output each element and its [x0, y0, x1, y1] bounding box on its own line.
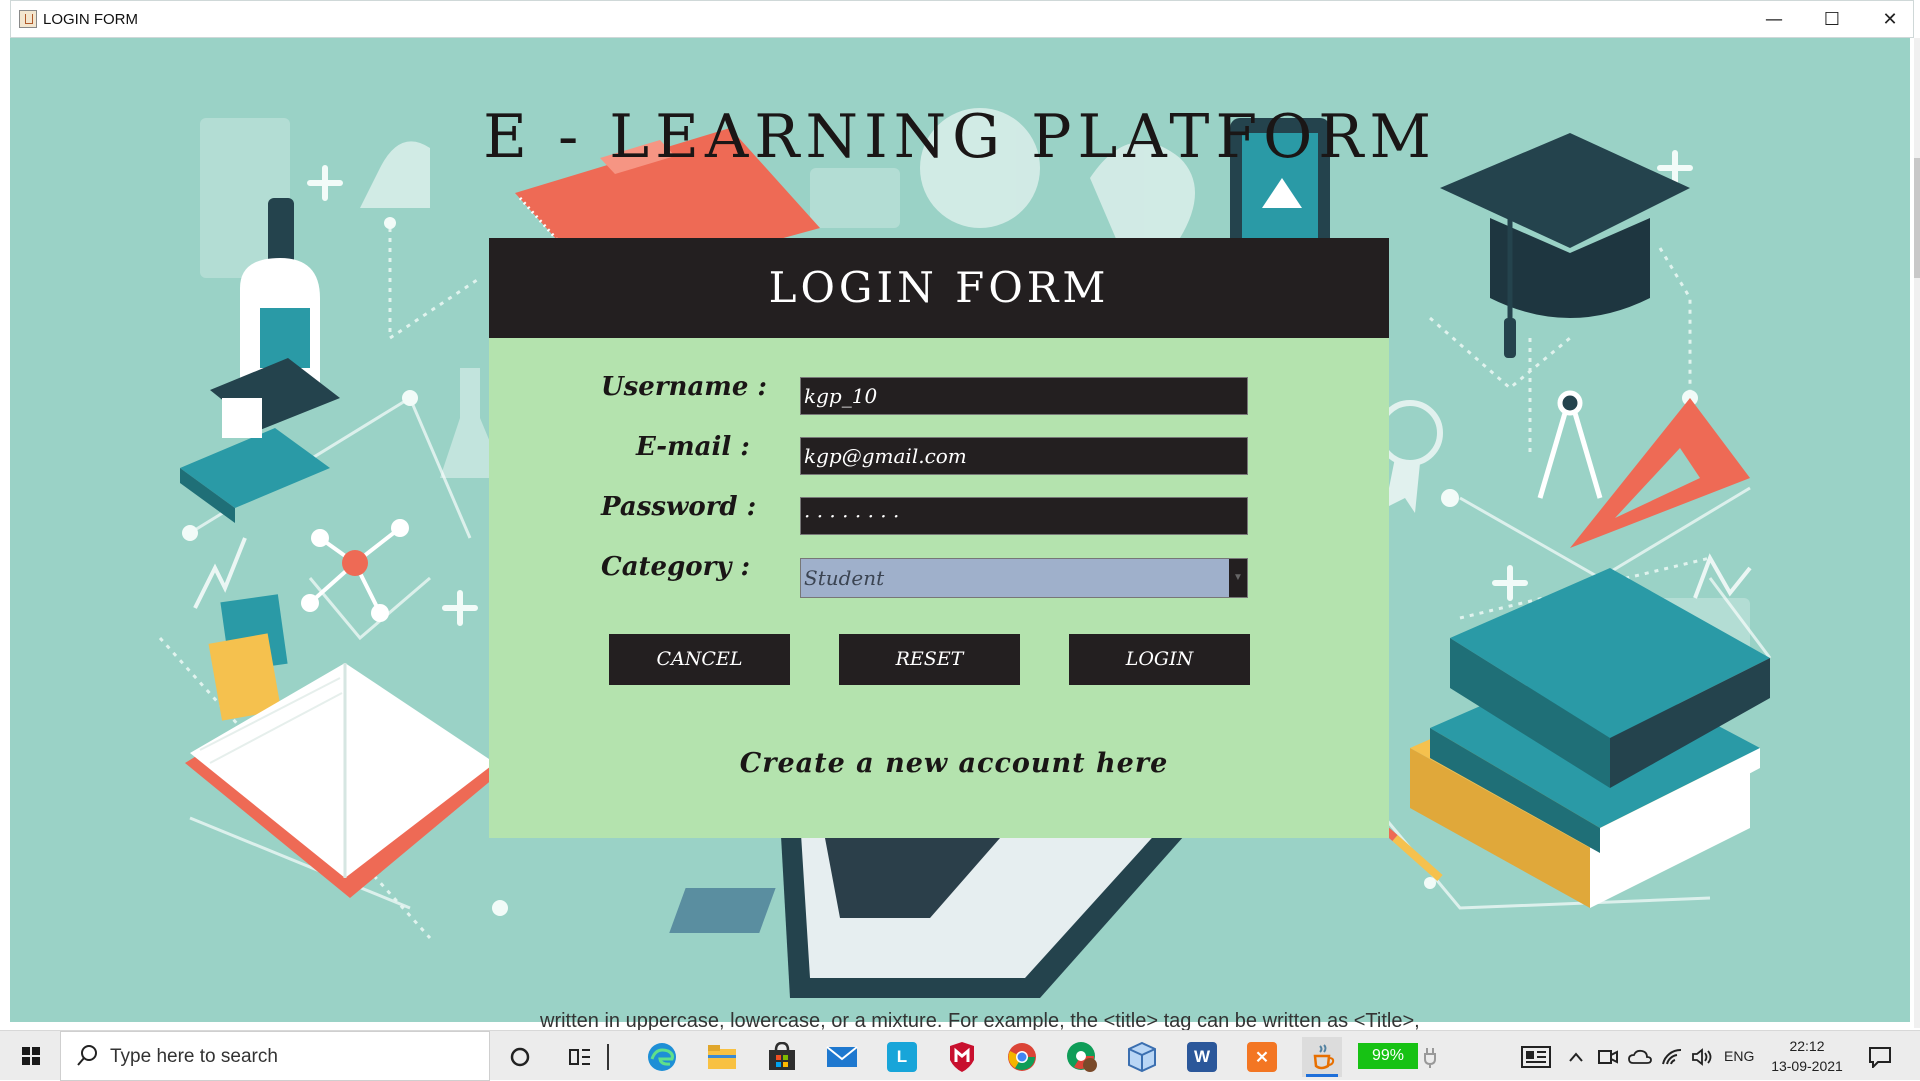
scrollbar-thumb[interactable]	[1914, 158, 1920, 278]
password-label: Password :	[601, 492, 757, 522]
windows-icon	[22, 1047, 40, 1065]
taskbar-clock[interactable]: 22:12 13-09-2021	[1762, 1036, 1852, 1076]
page-heading: E - LEARNING PLATFORM	[483, 102, 1437, 172]
volume-icon[interactable]	[1688, 1037, 1716, 1077]
cortana-icon[interactable]	[500, 1037, 540, 1077]
xampp-icon[interactable]: ⨯	[1242, 1037, 1282, 1077]
onedrive-icon[interactable]	[1626, 1037, 1654, 1077]
taskbar-divider	[598, 1037, 618, 1077]
mail-icon[interactable]	[822, 1037, 862, 1077]
cancel-button[interactable]: CANCEL	[609, 634, 790, 685]
password-input[interactable]: · · · · · · · ·	[800, 497, 1248, 535]
chrome-profile-icon[interactable]	[1062, 1037, 1102, 1077]
maximize-button[interactable]: ☐	[1823, 9, 1841, 30]
clock-time: 22:12	[1789, 1038, 1825, 1054]
notification-icon[interactable]	[1860, 1037, 1900, 1077]
edge-icon[interactable]	[642, 1037, 682, 1077]
category-select[interactable]: Student ▼	[800, 558, 1248, 598]
taskbar: Type here to search L W ⨯	[0, 1030, 1920, 1081]
username-label: Username :	[601, 372, 768, 402]
battery-indicator[interactable]: 99%	[1358, 1043, 1418, 1069]
charging-plug-icon	[1420, 1037, 1440, 1077]
word-icon[interactable]: W	[1182, 1037, 1222, 1077]
news-widget-icon[interactable]	[1516, 1037, 1556, 1077]
meet-now-icon[interactable]	[1594, 1037, 1622, 1077]
search-placeholder: Type here to search	[110, 1046, 278, 1067]
wifi-icon[interactable]	[1658, 1037, 1686, 1077]
form-header: LOGIN FORM	[489, 238, 1389, 338]
background-scrollbar[interactable]	[1914, 38, 1920, 1028]
email-input[interactable]: kgp@gmail.com	[800, 437, 1248, 475]
search-icon	[77, 1045, 97, 1066]
login-form-panel: LOGIN FORM Username : kgp_10 E-mail : kg…	[489, 238, 1389, 838]
start-button[interactable]	[0, 1031, 60, 1081]
window-title: LOGIN FORM	[43, 11, 139, 28]
create-account-link[interactable]: Create a new account here	[739, 748, 1169, 779]
active-app-indicator	[1306, 1074, 1338, 1077]
java-app-icon	[19, 10, 37, 28]
virtualbox-icon[interactable]	[1122, 1037, 1162, 1077]
store-icon[interactable]	[762, 1037, 802, 1077]
category-label: Category :	[601, 552, 751, 582]
chevron-down-icon[interactable]: ▼	[1229, 559, 1247, 597]
background-window-text: written in uppercase, lowercase, or a mi…	[540, 1010, 1420, 1032]
mcafee-icon[interactable]	[942, 1037, 982, 1077]
email-label: E-mail :	[636, 432, 750, 462]
close-button[interactable]: ✕	[1882, 9, 1898, 30]
task-view-icon[interactable]	[560, 1037, 600, 1077]
file-explorer-icon[interactable]	[702, 1037, 742, 1077]
window-titlebar: LOGIN FORM — ☐ ✕	[10, 0, 1914, 38]
username-input[interactable]: kgp_10	[800, 377, 1248, 415]
minimize-button[interactable]: —	[1765, 9, 1783, 30]
l-app-icon[interactable]: L	[882, 1037, 922, 1077]
taskbar-search-box[interactable]: Type here to search	[60, 1031, 490, 1081]
java-icon[interactable]	[1302, 1037, 1342, 1077]
chevron-up-icon[interactable]	[1562, 1037, 1590, 1077]
language-indicator[interactable]: ENG	[1724, 1048, 1755, 1064]
login-button[interactable]: LOGIN	[1069, 634, 1250, 685]
category-selected-value: Student	[804, 566, 885, 590]
window-client-area: E - LEARNING PLATFORM LOGIN FORM Usernam…	[10, 38, 1910, 1022]
reset-button[interactable]: RESET	[839, 634, 1020, 685]
chrome-icon[interactable]	[1002, 1037, 1042, 1077]
clock-date: 13-09-2021	[1771, 1058, 1843, 1074]
